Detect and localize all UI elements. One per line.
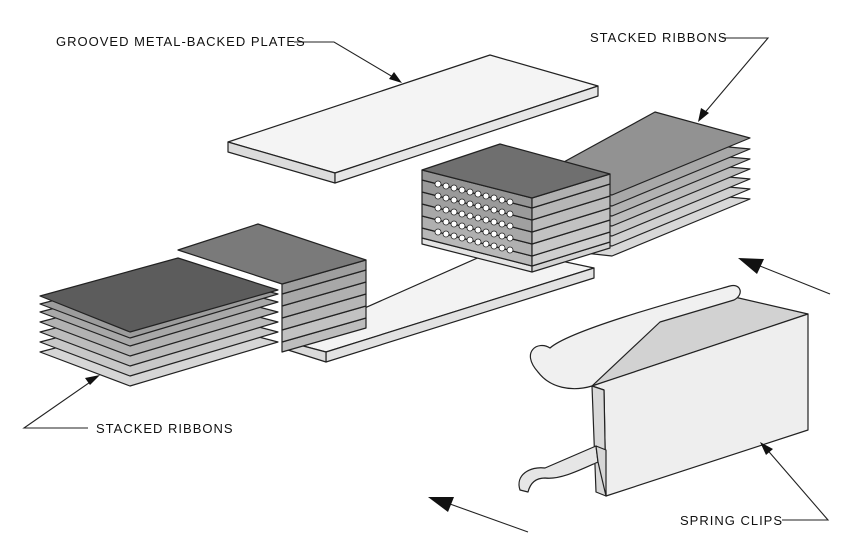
groove-holes: [434, 180, 514, 254]
leader-lines: [22, 37, 830, 521]
direction-arrows: [428, 258, 831, 533]
label-stacked-ribbons-bottom: STACKED RIBBONS: [96, 421, 234, 436]
arrow-bottom-shaft: [449, 503, 529, 533]
leader-spring-clips: [763, 445, 830, 521]
leader-grooved-plates: [294, 41, 399, 81]
left-grooved-block: [177, 223, 367, 353]
label-grooved-plates: GROOVED METAL-BACKED PLATES: [56, 34, 306, 49]
top-grooved-plate: [227, 54, 599, 184]
leader-stacked-ribbons-top: [701, 37, 770, 117]
spring-clip: [518, 284, 809, 497]
arrow-right-shaft: [759, 265, 831, 295]
arrow-bottom-head: [428, 497, 454, 512]
left-stacked-ribbons: [39, 257, 279, 387]
arrow-right-head: [738, 258, 764, 274]
label-spring-clips: SPRING CLIPS: [680, 513, 784, 528]
center-grooved-stack: [421, 143, 611, 273]
leader-stacked-ribbons-bottom: [22, 377, 97, 429]
label-stacked-ribbons-top: STACKED RIBBONS: [590, 30, 728, 45]
